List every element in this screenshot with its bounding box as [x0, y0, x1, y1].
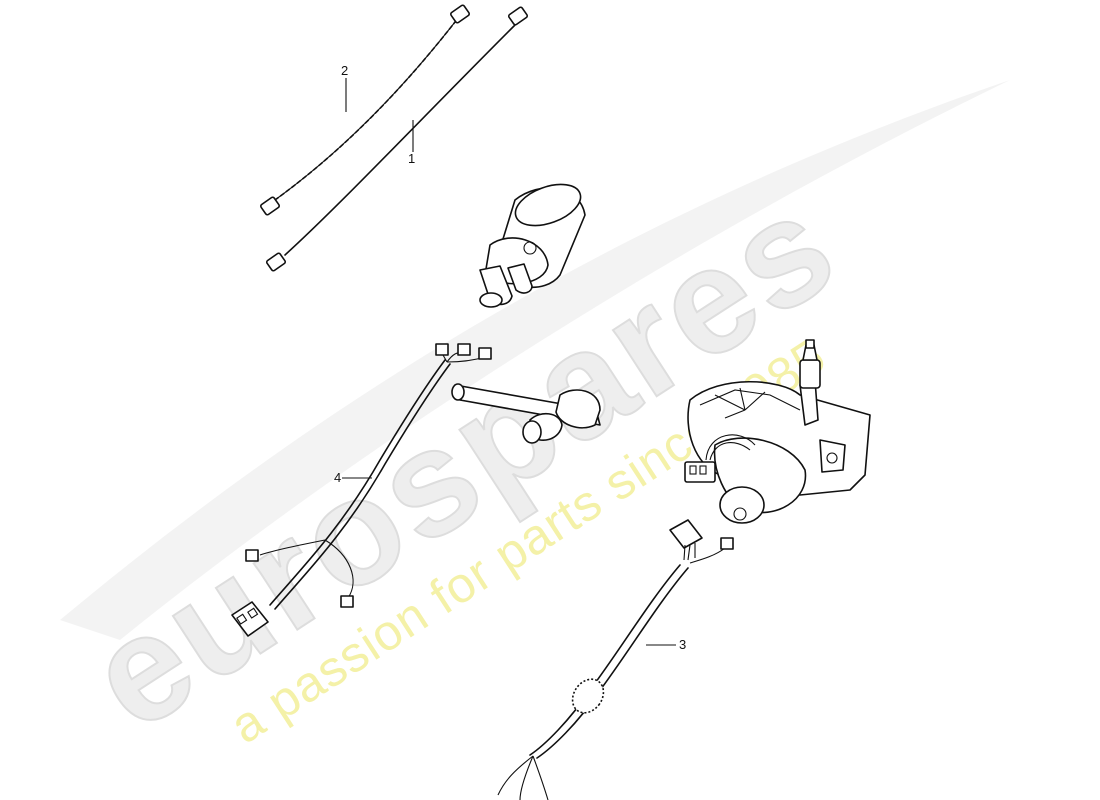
callout-4: 4: [334, 470, 341, 485]
callout-labels: 2 1 4 3: [334, 63, 686, 652]
connector-icon: [457, 343, 471, 356]
connector-icon: [478, 347, 492, 360]
callout-2: 2: [341, 63, 348, 78]
connector-block-icon: [669, 519, 703, 549]
callout-3: 3: [679, 637, 686, 652]
wiper-motor: [684, 339, 871, 524]
callout-1: 1: [408, 151, 415, 166]
wire-harness-1: [265, 6, 529, 272]
connector-icon: [340, 595, 354, 608]
grommet-icon: [571, 678, 605, 714]
wire-harness-4: [231, 343, 492, 637]
connector-icon: [507, 6, 529, 26]
connector-icon: [259, 196, 281, 216]
connector-icon: [720, 537, 734, 550]
connector-icon: [449, 4, 471, 24]
relay-component: [479, 183, 586, 308]
connector-block-icon: [231, 601, 269, 637]
wire-harness-2: [259, 4, 471, 216]
connector-icon: [435, 343, 449, 356]
wire-harness-3: [497, 519, 734, 800]
connector-icon: [245, 549, 259, 562]
watermark-swoosh: [60, 80, 1010, 640]
sensor-component: [451, 383, 601, 444]
connector-icon: [265, 252, 287, 272]
